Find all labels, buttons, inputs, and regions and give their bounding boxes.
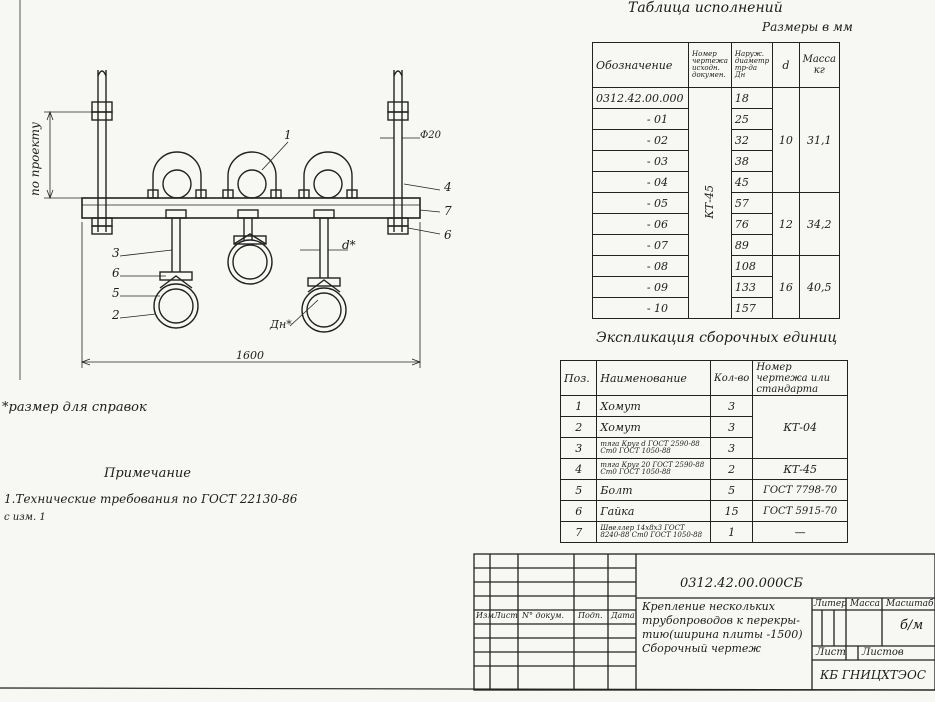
hdr-doc-number: Номер чертежа исходн. докумен.	[688, 42, 732, 88]
notes-line-2: с изм. 1	[4, 512, 46, 523]
variant-row-7-dn: 89	[730, 234, 774, 256]
assembly-table: Поз. Наименование Кол-во Номер чертежа и…	[559, 360, 848, 543]
scale-label: Масштаб	[886, 599, 934, 609]
hdr-designation: Обозначение	[591, 42, 690, 88]
asm-hdr-qty: Кол-во	[709, 360, 754, 396]
variants-units: Размеры в мм	[762, 20, 853, 34]
col-list: Лист	[494, 611, 518, 620]
dim-Dn: Дн*	[270, 318, 292, 331]
asm-std-kt04: КТ-04	[752, 395, 848, 459]
mass-group-3: 40,5	[798, 255, 841, 319]
callout-5: 5	[112, 286, 120, 300]
variant-row-6-name: - 06	[591, 213, 690, 235]
variant-row-10-name: - 10	[591, 297, 690, 319]
mass-group-2: 34,2	[798, 192, 841, 256]
variant-row-5-dn: 57	[730, 192, 774, 214]
variant-row-2-name: - 02	[591, 129, 690, 151]
col-data: Дата	[611, 611, 635, 620]
dim-phi20: Ф20	[420, 130, 442, 141]
org-name: КБ ГНИЦХТЭОС	[820, 668, 927, 682]
asm-row-6-pos: 7	[559, 521, 598, 543]
variant-row-1-dn: 25	[730, 108, 774, 130]
col-doc: N° докум.	[522, 611, 565, 620]
callout-7: 7	[444, 204, 452, 218]
variant-row-9-name: - 09	[591, 276, 690, 298]
drawing-code: 0312.42.00.000СБ	[680, 576, 803, 591]
variants-table: Обозначение Номер чертежа исходн. докуме…	[591, 42, 841, 319]
callout-3: 3	[112, 246, 120, 260]
mass-label: Масса	[850, 599, 881, 609]
mass-group-1: 31,1	[798, 87, 841, 193]
asm-hdr-name: Наименование	[596, 360, 711, 396]
scale-value: б/м	[900, 618, 924, 633]
drawing-name-3: тию(ширина плиты -1500)	[642, 628, 803, 641]
dim-1600: 1600	[236, 349, 264, 362]
liter-label: Литер	[814, 599, 847, 609]
variant-row-6-dn: 76	[730, 213, 774, 235]
asm-hdr-pos: Поз.	[559, 360, 598, 396]
callout-6-right: 6	[444, 228, 452, 242]
assembly-title: Экспликация сборочных единиц	[596, 330, 838, 346]
sheets-label: Листов	[862, 647, 904, 658]
notes-line-1: 1.Технические требования по ГОСТ 22130-8…	[4, 492, 298, 506]
callout-4: 4	[444, 180, 452, 194]
callout-2: 2	[112, 308, 120, 322]
notes-title: Примечание	[104, 466, 191, 481]
asm-std-kt45: КТ-45	[752, 458, 848, 480]
drawing-name-1: Крепление нескольких	[642, 600, 775, 613]
drawing-name-2: трубопроводов к перекры-	[642, 614, 800, 627]
callout-6-left: 6	[112, 266, 120, 280]
asm-row-2-pos: 3	[559, 437, 598, 459]
variant-row-8-dn: 108	[730, 255, 774, 277]
footnote: *размер для справок	[2, 400, 147, 415]
asm-std-dash: —	[752, 521, 848, 543]
asm-row-6-qty: 1	[709, 521, 754, 543]
variant-row-0-name: 0312.42.00.000	[591, 87, 690, 109]
asm-row-0-pos: 1	[559, 395, 598, 417]
callout-1: 1	[284, 128, 292, 142]
variant-row-10-dn: 157	[730, 297, 774, 319]
asm-row-6-name: Швеллер 14х8х3 ГОСТ 8240-88 Ст0 ГОСТ 105…	[596, 521, 711, 543]
sheet-label: Лист	[816, 647, 846, 658]
col-izm: Изм	[476, 611, 494, 620]
d-group-2: 12	[772, 192, 800, 256]
asm-row-5-pos: 6	[559, 500, 598, 522]
drawing-name-4: Сборочный чертеж	[642, 642, 761, 655]
hdr-outer-diameter: Наруж. диаметр тр-да Дн	[730, 42, 774, 88]
variant-row-9-dn: 133	[730, 276, 774, 298]
variant-row-4-dn: 45	[730, 171, 774, 193]
col-podp: Подп.	[578, 611, 603, 620]
variants-title: Таблица исполнений	[628, 0, 783, 16]
asm-row-2-qty: 3	[709, 437, 754, 459]
dim-d: d*	[342, 238, 356, 252]
